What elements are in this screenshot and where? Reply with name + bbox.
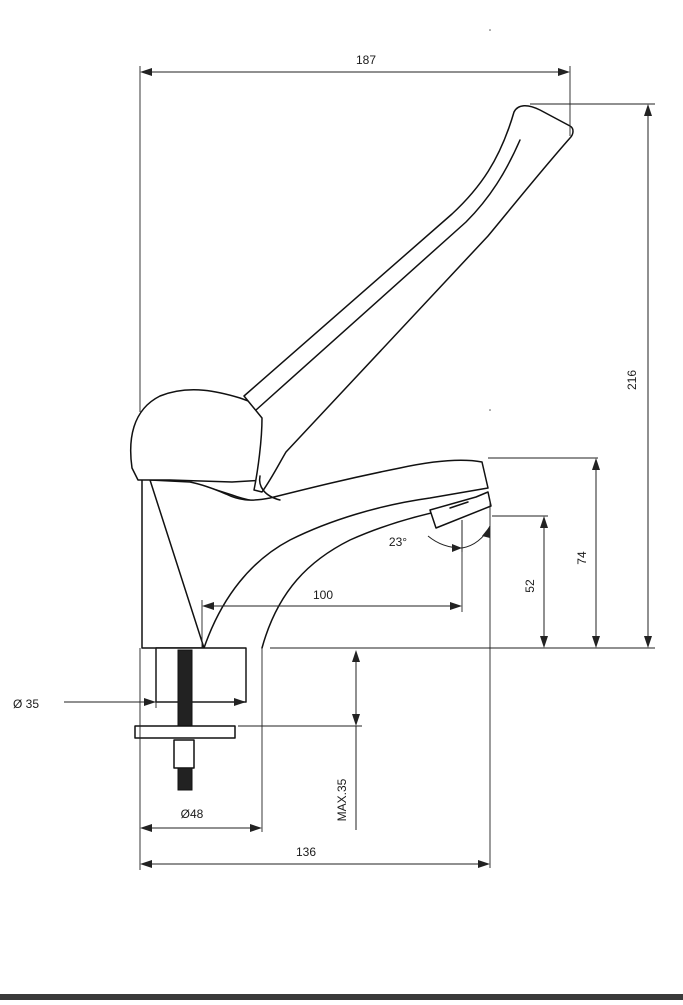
- shank: [155, 647, 247, 703]
- dim-outlet-angle: 23°: [389, 520, 491, 552]
- dim-outlet-height: 52: [523, 516, 548, 648]
- mounting-hardware: [134, 647, 247, 791]
- label-spout-height: 74: [575, 551, 589, 565]
- dim-base-diameter: Ø48: [140, 807, 262, 832]
- dim-spout-height: 74: [575, 458, 600, 648]
- dim-shank-diameter: Ø 35: [13, 648, 246, 711]
- dim-overall-width: 187: [140, 53, 570, 76]
- label-shank-diameter: Ø 35: [13, 697, 39, 711]
- aerator-slot: [449, 501, 469, 509]
- dim-body-depth: 136: [140, 845, 490, 868]
- lever-edge: [255, 139, 521, 411]
- aerator: [429, 491, 492, 529]
- label-max-deck: MAX.35: [335, 778, 349, 821]
- label-overall-height: 216: [625, 370, 639, 390]
- spout: [149, 459, 489, 649]
- label-body-depth: 136: [296, 845, 316, 859]
- faucet-body: [141, 459, 492, 649]
- rod-end: [177, 767, 193, 791]
- bottom-bar: [0, 994, 683, 1000]
- lever-handle: [243, 105, 574, 493]
- lever-root: [258, 475, 281, 501]
- dim-max-deck: MAX.35: [335, 650, 360, 830]
- label-spout-reach: 100: [313, 588, 333, 602]
- label-base-diameter: Ø48: [181, 807, 204, 821]
- fixing-plate: [134, 725, 236, 739]
- speck: [489, 409, 491, 411]
- cartridge-head: [129, 389, 269, 483]
- label-outlet-angle: 23°: [389, 535, 407, 549]
- speck: [489, 29, 491, 31]
- extension-lines: [139, 66, 655, 870]
- threaded-rod: [177, 649, 193, 727]
- nut: [173, 739, 195, 769]
- dim-overall-height: 216: [625, 104, 652, 648]
- label-overall-width: 187: [356, 53, 376, 67]
- label-outlet-height: 52: [523, 579, 537, 593]
- dim-spout-reach: 100: [202, 588, 462, 610]
- lever-assembly: [129, 105, 574, 501]
